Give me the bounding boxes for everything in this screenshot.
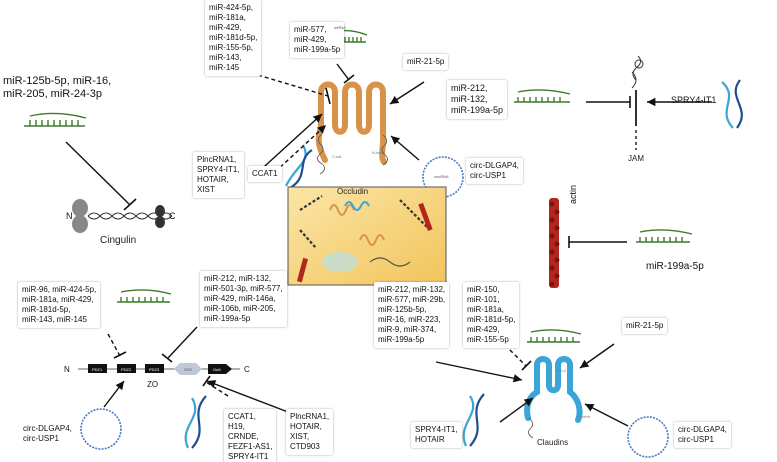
svg-text:N-term: N-term (578, 414, 591, 419)
circrna-icon-caption: circRNA (434, 174, 449, 179)
svg-text:GuK: GuK (213, 367, 221, 372)
occludin-circrna-box: circ-DLGAP4, circ-USP1 (466, 158, 523, 184)
cingulin-mirna-list: miR-125b-5p, miR-16, miR-205, miR-24-3p (3, 75, 112, 100)
occludin-mirna-box-center: miR-577, miR-429, miR-199a-5p (290, 22, 345, 58)
cingulin-c-label: C (169, 211, 176, 221)
occludin-mirna-box-left: miR-424-5p, miR-181a, miR-429, miR-181d-… (205, 0, 262, 76)
zo-c-label: C (244, 365, 250, 374)
center-illustration (287, 186, 447, 286)
zo-protein: PDZ1 PDZ2 PDZ3 SH3 GuK (78, 363, 240, 375)
zo-mirna-box-right: miR-212, miR-132, miR-501-3p, miR-577, m… (200, 271, 287, 327)
occludin-protein: C-tail N-term (315, 81, 388, 175)
zo-mirna-box-left: miR-96, miR-424-5p, miR-181a, miR-429, m… (18, 282, 101, 328)
mirna-icon-zo (117, 289, 172, 303)
claudin-mirna-box-b: miR-150, miR-101, miR-181a, miR-181d-5p,… (463, 282, 520, 348)
jam-lncrna-label: SPRY4-IT1 (671, 95, 717, 105)
zo-lncrna-box-b: PlncRNA1, HOTAIR, XIST, CTD903 (286, 409, 334, 455)
lncrna-icon-claudin (462, 393, 485, 447)
claudin-title: Claudins (537, 438, 569, 447)
zo-lncrna-box-a: CCAT1, H19, CRNDE, FEZF1-AS1, SPRY4-IT1 (224, 409, 277, 462)
lncrna-icon-jam (721, 79, 743, 129)
regulation-lines (65, 63, 712, 427)
claudin-mirna-box-a: miR-212, miR-132, miR-577, miR-29b, miR-… (374, 282, 450, 348)
actin-label: actin (568, 184, 578, 204)
circrna-icon-claudin (627, 416, 669, 458)
actin-mirna-label: miR-199a-5p (646, 261, 704, 272)
mirna-icon-claudin (527, 329, 582, 343)
mirna-icon-cingulin (24, 112, 87, 127)
cingulin-title: Cingulin (100, 235, 137, 246)
cingulin-n-label: N (66, 211, 73, 221)
claudin-mirna-box-right: miR-21-5p (622, 318, 668, 334)
lncrna-icon-zo (184, 395, 207, 449)
occludin-mirna-box-right: miR-21-5p (403, 54, 449, 70)
actin-filament (549, 198, 560, 288)
zo-circrna-label: circ-DLGAP4, circ-USP1 (23, 424, 72, 443)
claudin-circrna-box: circ-DLGAP4, circ-USP1 (674, 422, 731, 448)
occludin-lncrna-box: PlncRNA1, SPRY4-IT1, HOTAIR, XIST (193, 152, 244, 198)
zo-title: ZO (147, 380, 159, 389)
lncrna-icon-occludin (285, 144, 313, 189)
svg-text:SH3: SH3 (184, 367, 193, 372)
circrna-icon-zo (80, 408, 122, 450)
occludin-ccat1-box: CCAT1 (248, 166, 282, 182)
jam-mirna-box: miR-212, miR-132, miR-199a-5p (447, 80, 508, 119)
zo-n-label: N (64, 365, 70, 374)
svg-text:ECL2: ECL2 (556, 368, 567, 373)
mirna-icon-caption: mRNA (334, 25, 346, 30)
claudin-lncrna-box: SPRY4-IT1, HOTAIR (411, 422, 462, 448)
mirna-icon-jam (514, 89, 571, 103)
jam-title: JAM (628, 154, 644, 163)
mirna-icon-actin (636, 229, 693, 243)
jam-protein (631, 55, 644, 150)
cingulin-protein (72, 199, 173, 233)
svg-text:C-tail: C-tail (332, 154, 341, 159)
svg-text:N-term: N-term (372, 150, 385, 155)
occludin-title: Occludin (337, 187, 369, 196)
svg-text:PDZ3: PDZ3 (149, 367, 160, 372)
svg-text:PDZ2: PDZ2 (121, 367, 132, 372)
svg-text:PDZ1: PDZ1 (92, 367, 103, 372)
claudin-protein: ECL2 N-term (524, 356, 591, 439)
